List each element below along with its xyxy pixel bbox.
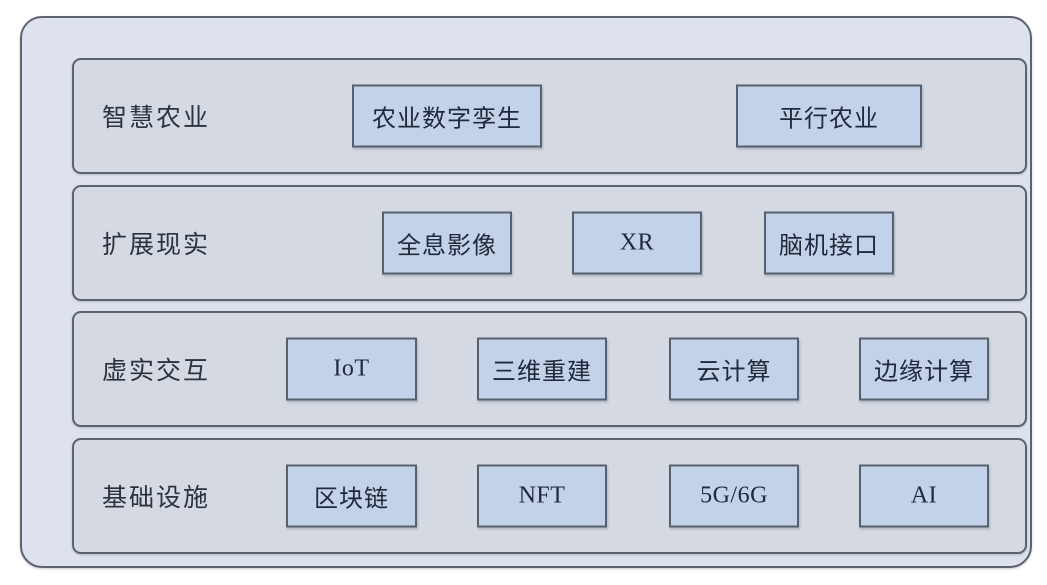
technology-node[interactable]: AI bbox=[859, 464, 989, 528]
layer-node-area: IoT 三维重建云计算边缘计算 bbox=[74, 313, 1025, 425]
technology-node[interactable]: 三维重建 bbox=[477, 337, 607, 401]
technology-node[interactable]: 平行农业 bbox=[736, 84, 922, 148]
layer-row: 基础设施 区块链 NFT 5G/6G AI bbox=[72, 437, 1027, 554]
layer-label: 扩展现实 bbox=[102, 231, 211, 259]
layer-label: 基础设施 bbox=[102, 484, 211, 512]
technology-node[interactable]: 农业数字孪生 bbox=[352, 84, 542, 148]
layer-node-area: 区块链 NFT 5G/6G AI bbox=[74, 440, 1025, 552]
technology-node[interactable]: 区块链 bbox=[286, 464, 417, 528]
layer-node-area: 全息影像 XR 脑机接口 bbox=[74, 187, 1025, 299]
technology-node[interactable]: IoT bbox=[286, 337, 417, 401]
layer-row: 扩展现实 全息影像 XR 脑机接口 bbox=[72, 184, 1027, 301]
layer-label: 智慧农业 bbox=[102, 105, 211, 132]
technology-node[interactable]: 云计算 bbox=[669, 337, 799, 401]
layer-row: 智慧农业 农业数字孪生 平行农业 bbox=[72, 58, 1027, 174]
layer-node-area: 农业数字孪生 平行农业 bbox=[74, 60, 1025, 172]
technology-node[interactable]: 脑机接口 bbox=[764, 211, 894, 275]
technology-node[interactable]: XR bbox=[572, 211, 702, 275]
technology-node[interactable]: 5G/6G bbox=[669, 464, 799, 528]
technology-node[interactable]: NFT bbox=[477, 464, 607, 528]
layer-stack: 智慧农业 农业数字孪生 平行农业扩展现实 全息影像 XR 脑机接口虚实交互 IoT 三维重建云… bbox=[72, 58, 1027, 554]
diagram-outer-frame: 智慧农业 农业数字孪生 平行农业扩展现实 全息影像 XR 脑机接口虚实交互 IoT 三维重建云… bbox=[20, 16, 1032, 568]
technology-node[interactable]: 边缘计算 bbox=[859, 337, 989, 401]
technology-node[interactable]: 全息影像 bbox=[382, 211, 512, 275]
layer-row: 虚实交互 IoT 三维重建云计算边缘计算 bbox=[72, 311, 1027, 428]
layer-label: 虚实交互 bbox=[102, 358, 211, 386]
